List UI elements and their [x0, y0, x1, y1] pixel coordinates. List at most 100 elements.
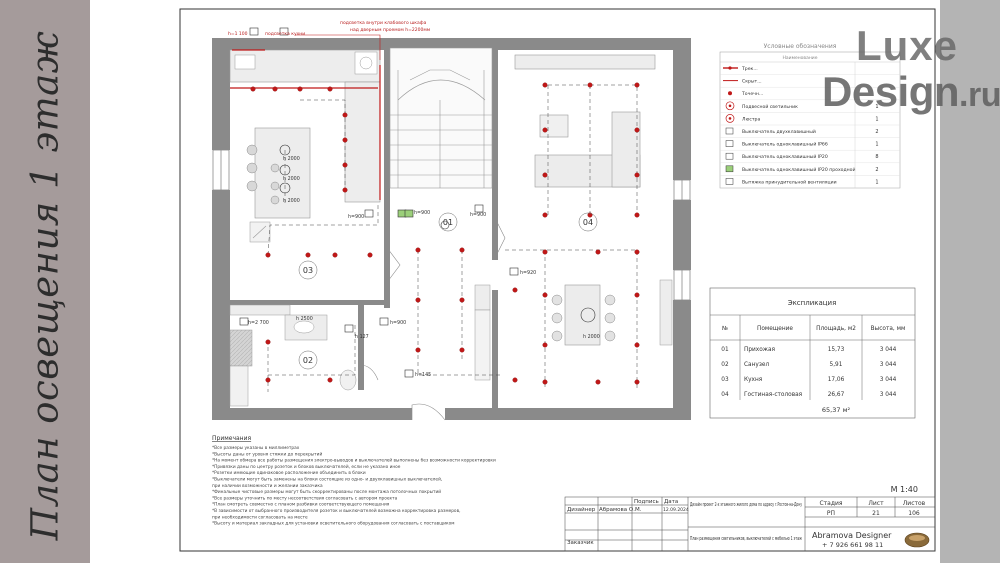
legend-symbol: [725, 152, 734, 160]
note-line: *В зависимости от выбранного производите…: [212, 507, 460, 514]
height-mark: h 2000: [283, 176, 300, 182]
note-line: *Все размеры уточнить по месту несоответ…: [212, 495, 398, 501]
room-01-label: 01: [443, 218, 453, 227]
project-title: Дизайн проект 2-х этажного жилого дома п…: [690, 501, 802, 508]
logo-word-2: Design.ru: [822, 68, 1000, 116]
legend-item-qty: 1: [875, 179, 878, 185]
explication-cell: 3 044: [880, 362, 897, 368]
explication-cell: 03: [721, 377, 729, 383]
note-line: *Финальные чистовые размеры могут быть с…: [212, 488, 441, 495]
legend-item-label: Выключатель одноклавишный IP20: [742, 153, 828, 160]
floor-plan: 01 03 02 04 h=1 100 подсветка кухни подс…: [212, 20, 691, 421]
bathroom-furniture: [229, 304, 357, 407]
logo-word-1: Luxe: [855, 22, 958, 69]
legend-item-qty: 8: [875, 154, 878, 160]
note-line: *Розетки имеющие одинаковое расположение…: [212, 470, 366, 476]
sheets-value: 106: [908, 510, 920, 517]
explication-cell: Санузел: [744, 362, 769, 368]
legend-rows: Трек...Скрыт...Точечн...Подвесной светил…: [720, 62, 900, 189]
note-line: *Все размеры указаны в миллиметрах: [212, 445, 300, 451]
legend-symbol: [725, 127, 734, 135]
legend-item-qty: 1: [875, 104, 878, 110]
explication-cell: Кухня: [744, 377, 762, 383]
explication-cell: 3 044: [880, 392, 897, 398]
right-strip: [940, 0, 1000, 563]
staircase: [389, 47, 493, 189]
side-panel: План освещения 1 этаж: [0, 0, 90, 563]
kitchen-furniture: [229, 49, 381, 243]
luxe-design-logo: Luxe Design.ru: [820, 22, 1000, 132]
explication-cell: Прихожая: [744, 347, 775, 353]
legend-item-label: Выключатель одноклавишный IP20 проходной: [742, 166, 855, 173]
sheet-value: 21: [872, 510, 880, 517]
height-marks: h 2000 h 2000 h 2000 h 2000 h=900 h=900 …: [248, 156, 600, 378]
explication-cell: 3 044: [880, 377, 897, 383]
explication-cell: 04: [721, 392, 729, 398]
notes-title: Примечания: [212, 435, 251, 442]
note-line: *Высоты даны от уровня стяжки до перекры…: [212, 450, 322, 457]
sheet-label: Лист: [868, 500, 884, 507]
explication-title: Экспликация: [788, 299, 837, 307]
explication-header: Высота, мм: [871, 326, 906, 332]
company-name: Abramova Designer: [812, 531, 892, 540]
legend: Условные обозначения Наименование Трек..…: [719, 43, 901, 189]
col-date-label: Дата: [664, 499, 678, 505]
date-value: 12.09.2024: [663, 507, 689, 513]
note-line: *Выключатели могут быть заменены на блок…: [212, 476, 442, 483]
legend-symbol: [728, 91, 732, 96]
annotation: h=1 100: [228, 31, 248, 37]
annotations: h=1 100 подсветка кухни подсветка внутри…: [228, 20, 430, 37]
explication-cell: 3 044: [880, 347, 897, 353]
explication-cell: 01: [721, 347, 729, 353]
legend-item-label: Трек...: [741, 66, 758, 72]
legend-symbol: [725, 165, 734, 173]
legend-symbol: [723, 66, 738, 70]
pendants: [279, 144, 596, 323]
legend-symbol: [725, 114, 735, 123]
switches: [239, 27, 519, 378]
fixtures: [250, 82, 640, 385]
note-line: *План смотреть совместно с планом разбив…: [212, 502, 390, 508]
outer-walls: [212, 38, 691, 420]
legend-item-qty: 1: [875, 142, 878, 148]
logo-word-2-text: Design: [822, 68, 960, 115]
note-line: при необходимости согласовать на месте: [212, 514, 308, 520]
room-03-label: 03: [303, 266, 313, 275]
legend-item-label: Скрыт...: [742, 79, 762, 85]
legend-title: Условные обозначения: [764, 43, 837, 50]
explication-cell: Гостиная-столовая: [744, 392, 802, 398]
note-line: *На момент обмера все работы размещения …: [212, 457, 496, 464]
height-mark: h 2000: [583, 334, 600, 340]
room-04-label: 04: [583, 218, 593, 227]
explication-cell: 5,91: [830, 362, 843, 368]
legend-item-qty: 2: [875, 167, 878, 173]
annotation: над дверным проемом h=2200мм: [350, 27, 430, 33]
legend-item-label: Выключатель двухклавишный: [742, 128, 816, 135]
annotation: подсветка внутри клабового шкафа: [340, 20, 427, 26]
room-labels: 01 03 02 04: [298, 212, 598, 370]
logo-word-3-text: .ru: [959, 76, 1000, 114]
notes: Примечания *Все размеры указаны в миллим…: [212, 435, 496, 527]
stage-label: Стадия: [819, 500, 842, 507]
height-mark: h=2 700: [248, 320, 269, 326]
notes-lines: *Все размеры указаны в миллиметрах*Высот…: [212, 445, 496, 527]
height-mark: h 2000: [283, 156, 300, 162]
explication-cell: 15,73: [828, 347, 845, 353]
legend-item-label: Вытяжка принудительной вентиляции: [742, 178, 837, 185]
explication-total: 65,37 м²: [822, 406, 851, 414]
stage-value: РП: [827, 510, 835, 517]
sheets-label: Листов: [903, 500, 926, 507]
windows: [212, 149, 691, 301]
legend-symbol: [725, 101, 735, 111]
height-mark: h 2500: [296, 316, 313, 322]
sheet-title: План размещения светильников, выключател…: [690, 535, 802, 542]
col-sign-label: Подпись: [634, 499, 659, 505]
height-mark: h=900: [390, 320, 406, 326]
company-emblem: [904, 532, 930, 548]
explication-header: №: [722, 326, 728, 332]
note-line: при наличии возможности и желании заказч…: [212, 484, 323, 489]
doors: [359, 217, 506, 421]
